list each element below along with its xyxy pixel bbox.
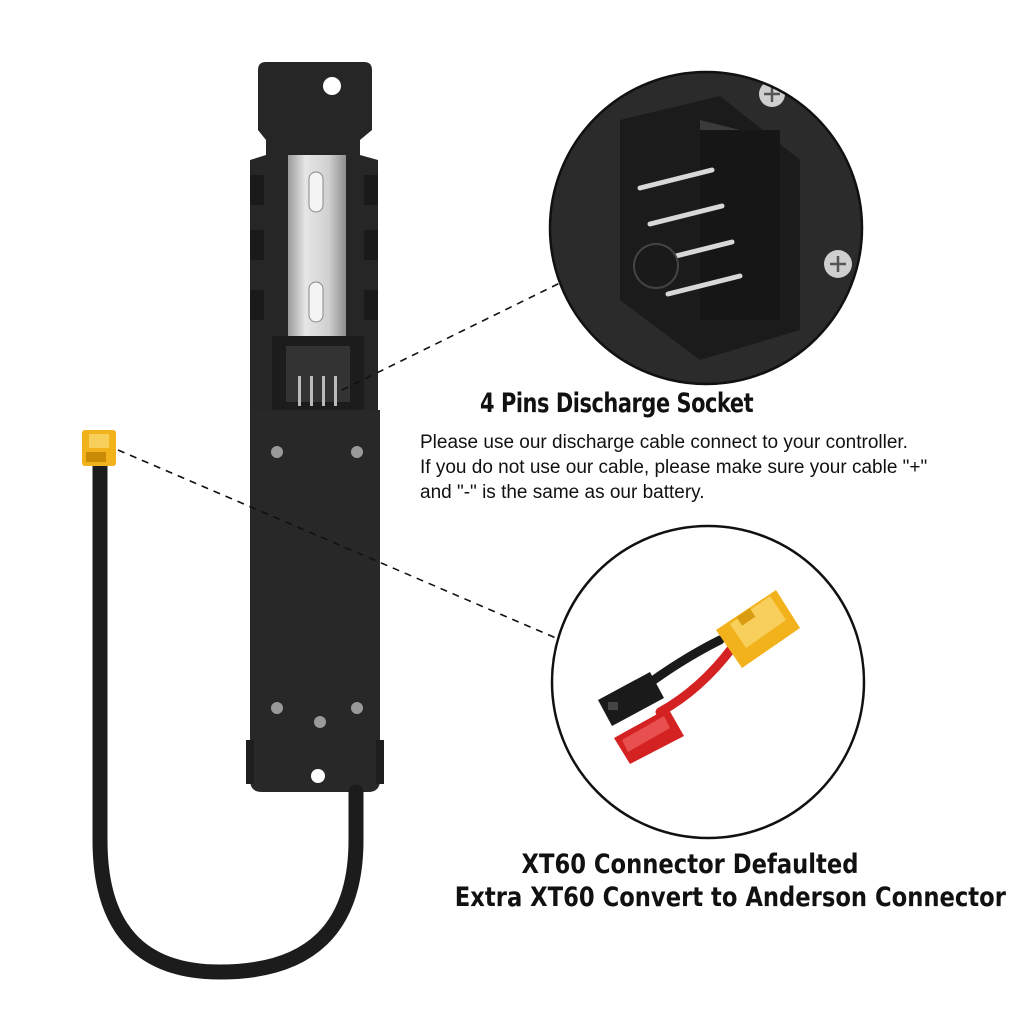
description-line: and "-" is the same as our battery. — [420, 482, 705, 503]
leader-line-connector — [117, 449, 557, 639]
socket-description: Please use our discharge cable connect t… — [420, 430, 1010, 505]
connector-caption-line: Extra XT60 Convert to Anderson Connector — [454, 882, 1006, 913]
discharge-cable — [82, 430, 364, 980]
anderson-black-connector — [598, 672, 664, 726]
anderson-red-connector — [614, 708, 684, 764]
battery-mount — [246, 62, 384, 792]
leader-line-socket — [341, 279, 567, 391]
socket-zoom-circle — [548, 70, 864, 386]
connector-caption: XT60 Connector Defaulted Extra XT60 Conv… — [410, 848, 1006, 914]
mount-hole — [323, 77, 341, 95]
socket-pins — [298, 376, 337, 406]
connector-zoom-circle — [550, 524, 866, 840]
description-line: Please use our discharge cable connect t… — [420, 432, 908, 453]
socket-title: 4 Pins Discharge Socket — [480, 388, 754, 419]
description-line: If you do not use our cable, please make… — [420, 457, 928, 478]
xt60-plug-small — [82, 430, 116, 466]
xt60-connector — [716, 590, 800, 668]
connector-caption-line: XT60 Connector Defaulted — [521, 849, 859, 880]
